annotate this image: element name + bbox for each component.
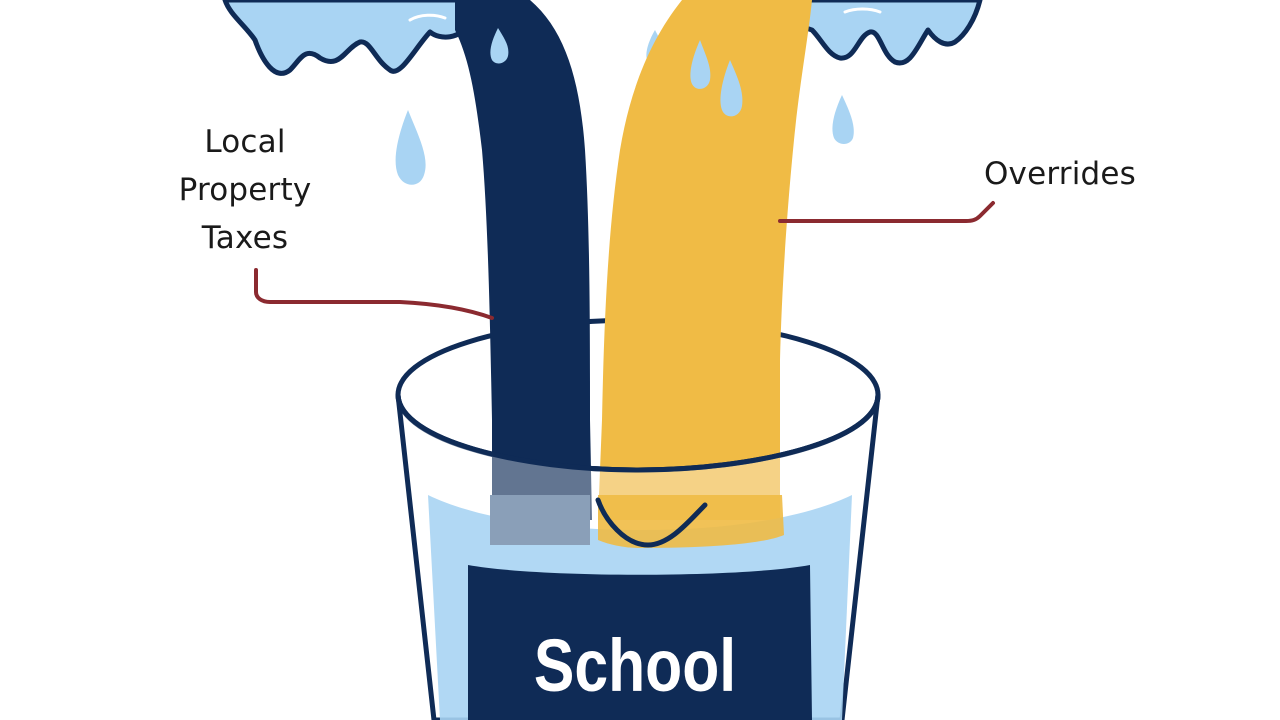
label-left-line1: Local — [204, 124, 286, 160]
connector-overrides — [778, 201, 995, 223]
left-splash-highlight — [408, 13, 447, 22]
navy-stream-drop — [490, 28, 509, 64]
right-water-splash — [777, 0, 983, 66]
cup-title: School — [533, 624, 737, 707]
gold-stream-drop-1 — [690, 40, 711, 89]
label-local-property-taxes: Local Property Taxes — [130, 118, 360, 262]
connector-local-taxes — [254, 268, 494, 320]
cup-label-panel — [468, 565, 812, 720]
label-overrides: Overrides — [983, 156, 1137, 192]
navy-stream — [455, 0, 592, 520]
label-left-line3: Taxes — [201, 220, 289, 256]
water-drop-1 — [395, 110, 426, 185]
gold-splash — [595, 497, 708, 548]
gold-stream-drop-2 — [720, 60, 743, 117]
gold-stream — [598, 0, 812, 520]
left-water-splash — [222, 0, 473, 76]
right-splash-highlight — [843, 7, 882, 14]
label-left-line2: Property — [178, 172, 312, 208]
navy-stream-submerged — [490, 495, 590, 545]
water-drop-2 — [832, 95, 854, 144]
